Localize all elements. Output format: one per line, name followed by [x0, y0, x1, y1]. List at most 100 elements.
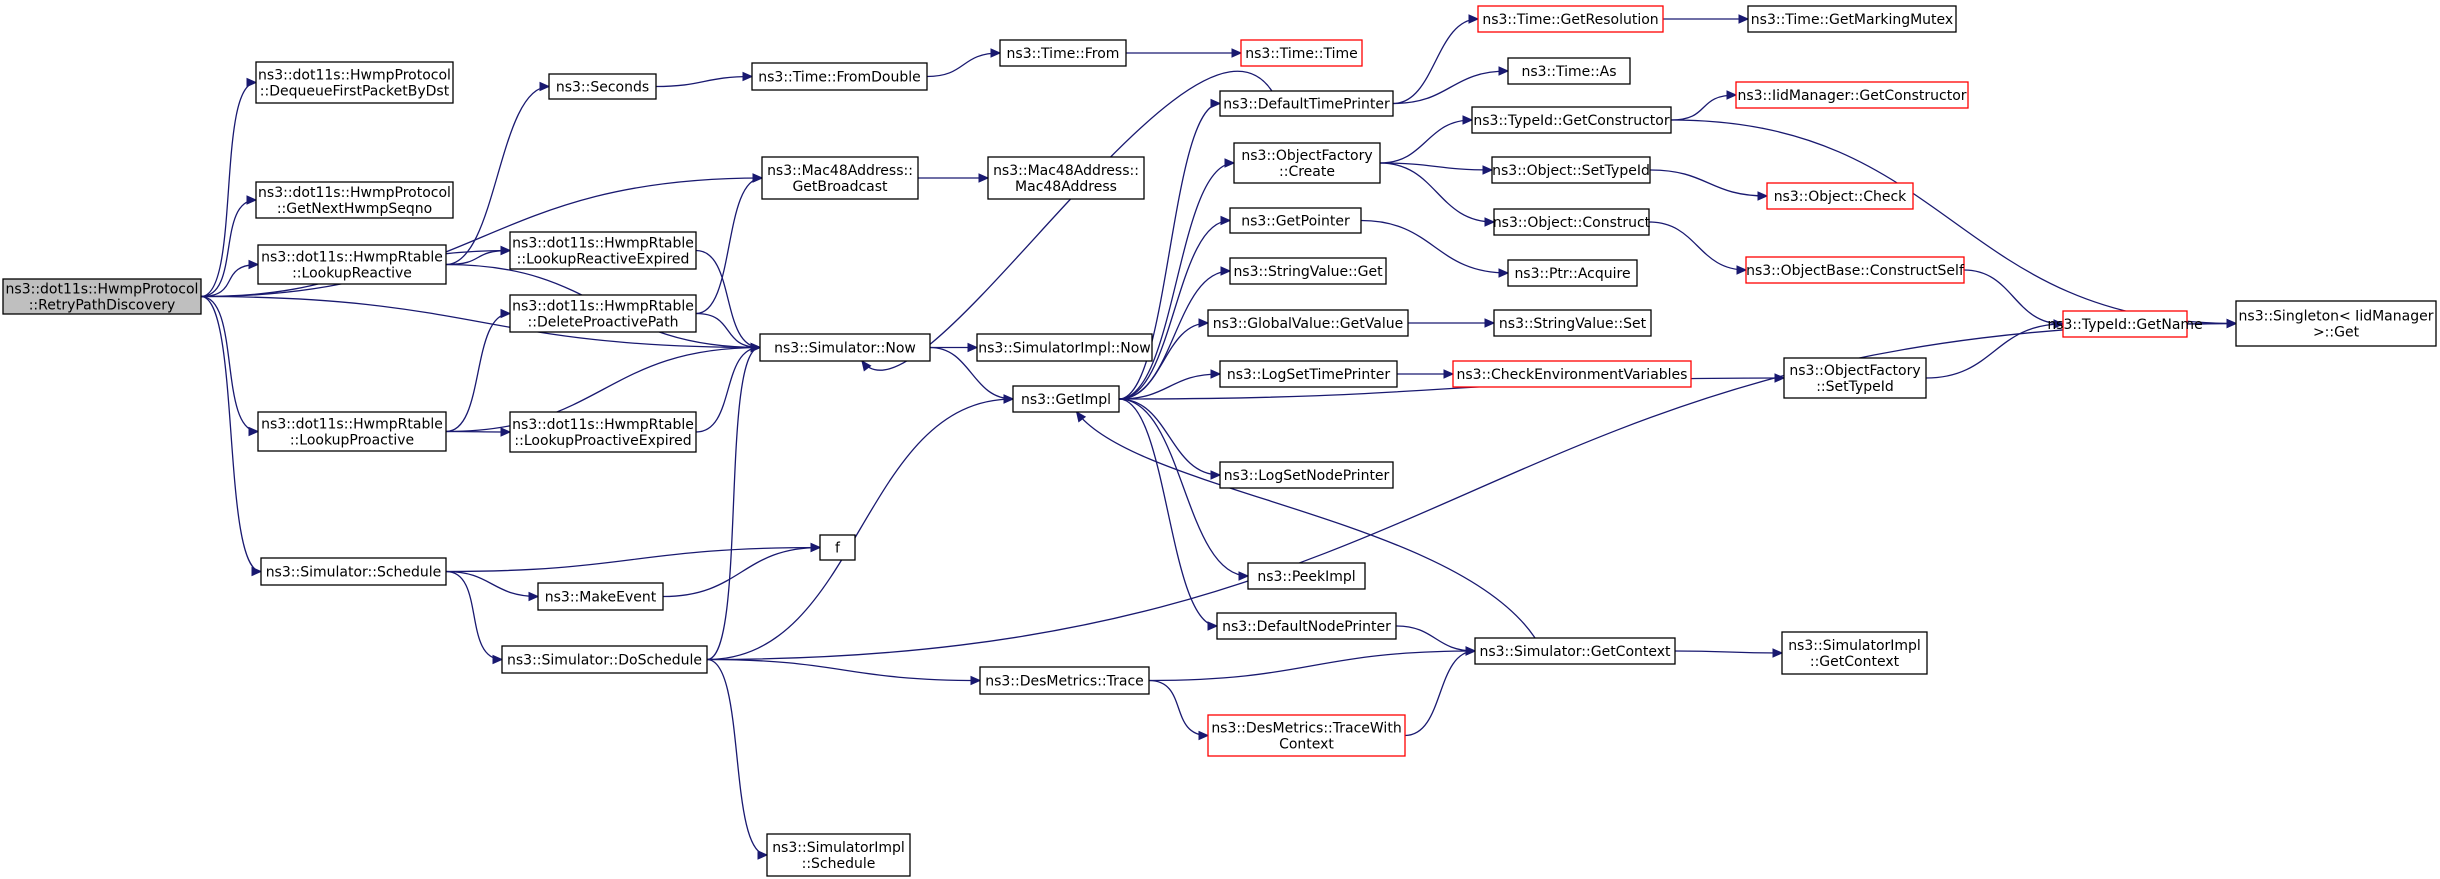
- node-label: ns3::Ptr::Acquire: [1514, 266, 1630, 282]
- node-label: ns3::dot11s::HwmpRtable: [512, 236, 694, 252]
- node-iidgetctor[interactable]: ns3::IidManager::GetConstructor: [1735, 81, 1969, 109]
- edge-getimpl-to-gvgetvalue: [1118, 322, 1209, 400]
- arrowhead: [1774, 373, 1786, 383]
- node-box: [1474, 637, 1676, 665]
- node-box: [761, 156, 919, 200]
- node-simplnow[interactable]: ns3::SimulatorImpl::Now: [976, 333, 1153, 362]
- node-singleton[interactable]: ns3::Singleton< IidManager>::Get: [2235, 300, 2437, 347]
- node-label: ns3::DesMetrics::TraceWith: [1211, 721, 1401, 737]
- edge-objsettypeid-to-objcheck: [1649, 169, 1768, 197]
- node-objsettypeid[interactable]: ns3::Object::SetTypeId: [1491, 156, 1651, 184]
- edge-getimpl-to-ofcreate: [1118, 162, 1235, 400]
- edge-fromdouble-to-timefrom: [926, 52, 1001, 78]
- node-timefrom[interactable]: ns3::Time::From: [999, 39, 1127, 67]
- node-logsetnode[interactable]: ns3::LogSetNodePrinter: [1219, 461, 1394, 489]
- edge-dpp-to-simnow: [695, 312, 761, 349]
- node-box: [2235, 300, 2437, 347]
- arrowhead: [251, 566, 263, 577]
- node-mac48[interactable]: ns3::Mac48Address::Mac48Address: [987, 156, 1145, 200]
- arrowhead: [1210, 369, 1222, 379]
- node-objcheck[interactable]: ns3::Object::Check: [1766, 182, 1914, 210]
- node-label: ::SetTypeId: [1816, 379, 1894, 395]
- node-dequeue[interactable]: ns3::dot11s::HwmpProtocol::DequeueFirstP…: [255, 61, 454, 104]
- arrowhead: [248, 259, 260, 270]
- node-box: [255, 61, 454, 104]
- node-label: ns3::Mac48Address::: [993, 163, 1139, 179]
- node-getresolution[interactable]: ns3::Time::GetResolution: [1477, 5, 1664, 33]
- edge-doschedule-to-simpschedule: [706, 658, 768, 856]
- node-schedule[interactable]: ns3::Simulator::Schedule: [260, 557, 447, 586]
- node-checkenv[interactable]: ns3::CheckEnvironmentVariables: [1452, 360, 1692, 388]
- edge-objbaseconstruct-to-tidgetname: [1963, 269, 2064, 325]
- node-simnow[interactable]: ns3::Simulator::Now: [759, 333, 931, 362]
- node-ofcreate[interactable]: ns3::ObjectFactory::Create: [1233, 142, 1381, 184]
- node-label: Mac48Address: [1015, 179, 1117, 195]
- node-defnodeprinter[interactable]: ns3::DefaultNodePrinter: [1216, 612, 1397, 640]
- node-box: [509, 294, 697, 333]
- node-box: [1219, 360, 1398, 388]
- node-label: ns3::Singleton< IidManager: [2239, 309, 2434, 325]
- edge-tidgetname-to-singleton: [2186, 322, 2237, 325]
- node-gvgetvalue[interactable]: ns3::GlobalValue::GetValue: [1207, 309, 1409, 337]
- node-box: [976, 333, 1153, 362]
- edge-doschedule-to-destrace: [706, 658, 981, 682]
- node-dpp[interactable]: ns3::dot11s::HwmpRtable::DeleteProactive…: [509, 294, 697, 333]
- edge-ofcreate-to-objconstruct: [1379, 162, 1495, 223]
- node-getimpl[interactable]: ns3::GetImpl: [1012, 385, 1120, 413]
- node-objbaseconstruct[interactable]: ns3::ObjectBase::ConstructSelf: [1745, 256, 1965, 284]
- node-timetime[interactable]: ns3::Time::Time: [1240, 39, 1363, 67]
- arrowhead: [1498, 268, 1510, 278]
- node-getmarking[interactable]: ns3::Time::GetMarkingMutex: [1747, 5, 1957, 33]
- node-box: [766, 833, 911, 877]
- node-lookupreactive[interactable]: ns3::dot11s::HwmpRtable::LookupReactive: [257, 244, 447, 285]
- node-label: ::DeleteProactivePath: [528, 315, 679, 331]
- arrowhead: [248, 426, 260, 437]
- node-peekimpl[interactable]: ns3::PeekImpl: [1247, 562, 1366, 590]
- arrowhead: [1443, 369, 1455, 379]
- node-doschedule[interactable]: ns3::Simulator::DoSchedule: [501, 645, 708, 674]
- node-lre[interactable]: ns3::dot11s::HwmpRtable::LookupReactiveE…: [509, 231, 697, 270]
- node-nexthwmp[interactable]: ns3::dot11s::HwmpProtocol::GetNextHwmpSe…: [255, 181, 454, 219]
- node-strvalget[interactable]: ns3::StringValue::Get: [1229, 257, 1387, 285]
- node-tidgetctor[interactable]: ns3::TypeId::GetConstructor: [1471, 106, 1672, 134]
- node-timeas[interactable]: ns3::Time::As: [1507, 57, 1631, 85]
- node-destrace[interactable]: ns3::DesMetrics::Trace: [979, 666, 1150, 695]
- node-box: [819, 534, 856, 561]
- node-getpointer[interactable]: ns3::GetPointer: [1229, 207, 1362, 234]
- node-ptracquire[interactable]: ns3::Ptr::Acquire: [1507, 259, 1638, 287]
- node-makeevent[interactable]: ns3::MakeEvent: [537, 582, 664, 611]
- arrowhead: [1482, 165, 1494, 175]
- edge-getimpl-to-logsettime: [1118, 373, 1221, 400]
- node-label: ns3::Time::From: [1007, 46, 1120, 62]
- node-simplgetctx[interactable]: ns3::SimulatorImpl::GetContext: [1781, 631, 1928, 675]
- node-box: [548, 73, 657, 100]
- node-label: ns3::DefaultNodePrinter: [1222, 619, 1391, 635]
- node-getbroadcast[interactable]: ns3::Mac48Address::GetBroadcast: [761, 156, 919, 200]
- node-seconds[interactable]: ns3::Seconds: [548, 73, 657, 100]
- node-fromdouble[interactable]: ns3::Time::FromDouble: [751, 62, 928, 91]
- node-root[interactable]: ns3::dot11s::HwmpProtocol::RetryPathDisc…: [2, 278, 202, 315]
- node-lpe[interactable]: ns3::dot11s::HwmpRtable::LookupProactive…: [509, 411, 697, 453]
- arrowhead: [500, 308, 512, 319]
- node-f[interactable]: f: [819, 534, 856, 561]
- node-box: [255, 181, 454, 219]
- node-simpschedule[interactable]: ns3::SimulatorImpl::Schedule: [766, 833, 911, 877]
- node-logsettime[interactable]: ns3::LogSetTimePrinter: [1219, 360, 1398, 388]
- edge-root-to-dequeue: [200, 81, 257, 298]
- arrowhead: [1207, 621, 1219, 631]
- node-ofsettypeid[interactable]: ns3::ObjectFactory::SetTypeId: [1783, 357, 1927, 399]
- node-deftimeprinter[interactable]: ns3::DefaultTimePrinter: [1219, 90, 1394, 117]
- node-lookupproactive[interactable]: ns3::dot11s::HwmpRtable::LookupProactive: [257, 411, 447, 452]
- edge-doschedule-to-singleton: [706, 322, 2237, 661]
- node-tidgetname[interactable]: ns3::TypeId::GetName: [2047, 310, 2203, 338]
- node-box: [1012, 385, 1120, 413]
- node-simgetctx[interactable]: ns3::Simulator::GetContext: [1474, 637, 1676, 665]
- node-label: ns3::ObjectFactory: [1789, 363, 1920, 379]
- node-strvalset[interactable]: ns3::StringValue::Set: [1493, 309, 1652, 337]
- edge-root-to-getbroadcast: [200, 177, 763, 298]
- node-objconstruct[interactable]: ns3::Object::Construct: [1493, 208, 1651, 236]
- edge-ofcreate-to-objsettypeid: [1379, 162, 1493, 171]
- node-box: [260, 557, 447, 586]
